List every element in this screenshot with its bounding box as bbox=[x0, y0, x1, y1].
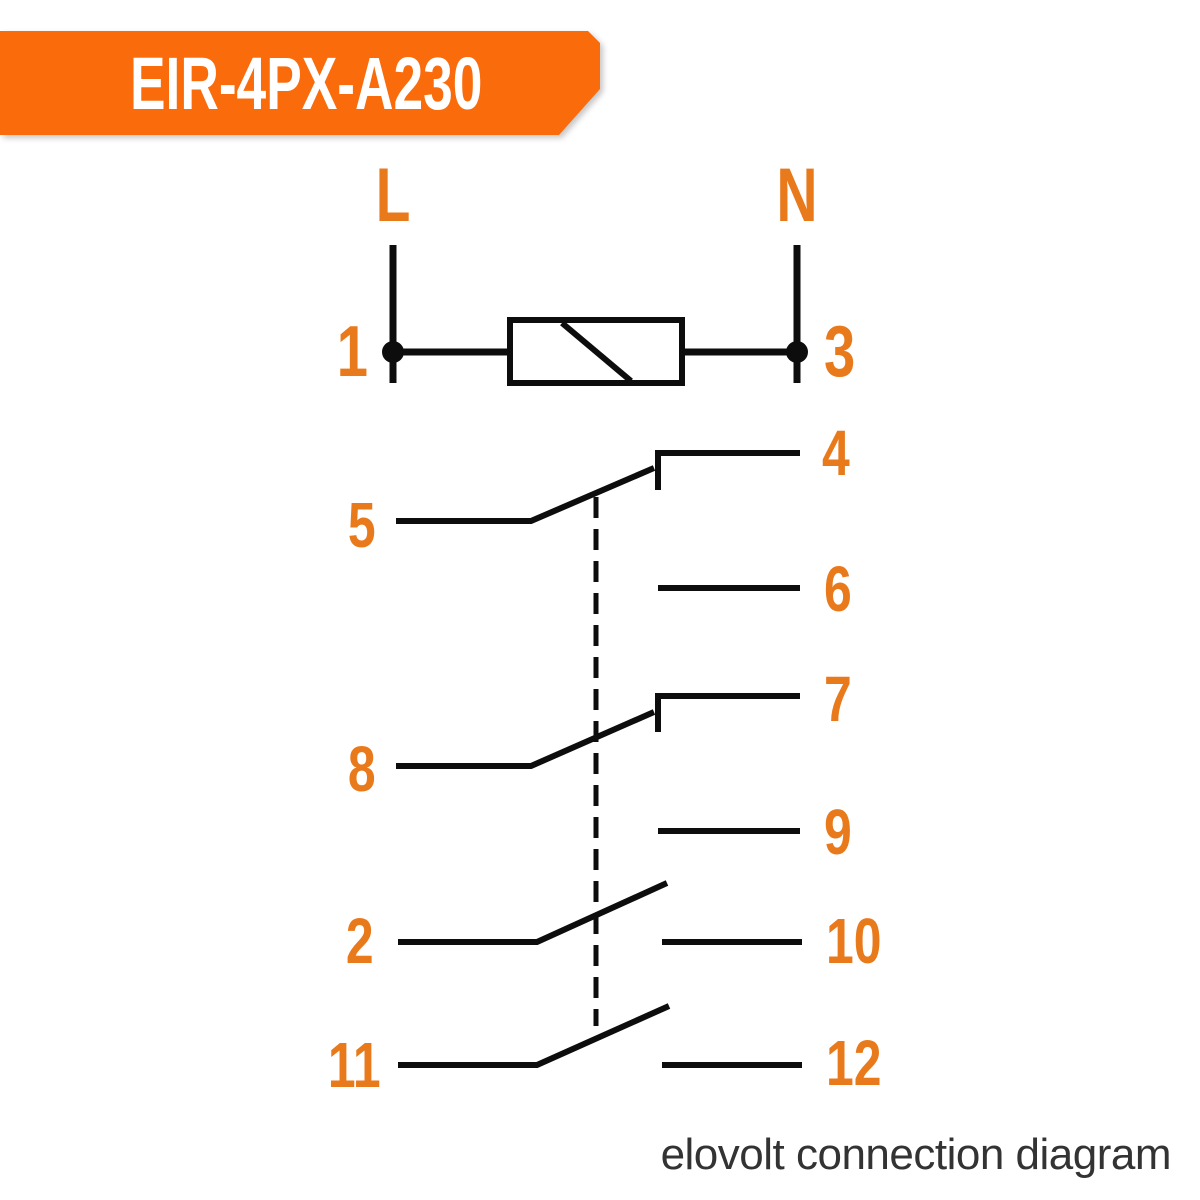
terminal-label-6: 6 bbox=[824, 553, 852, 625]
relay-coil-diagonal bbox=[560, 320, 633, 384]
terminal-label-7: 7 bbox=[824, 663, 852, 735]
terminal-label-10: 10 bbox=[826, 905, 882, 977]
terminal-label-4: 4 bbox=[822, 417, 850, 489]
terminal-label-1: 1 bbox=[336, 312, 368, 392]
line-label: L bbox=[375, 153, 411, 238]
relay-coil-box bbox=[507, 317, 685, 386]
terminal-label-9: 9 bbox=[824, 796, 852, 868]
switch4-arm bbox=[398, 1003, 671, 1068]
model-banner-shadow: EIR-4PX-A230 bbox=[0, 28, 606, 140]
switch3-arm bbox=[398, 880, 669, 945]
footer-caption: elovolt connection diagram bbox=[660, 1130, 1172, 1179]
neutral-label: N bbox=[776, 153, 818, 238]
terminal-label-8: 8 bbox=[348, 733, 376, 805]
terminal-label-12: 12 bbox=[826, 1027, 882, 1099]
switch2-arm bbox=[396, 709, 656, 769]
model-name: EIR-4PX-A230 bbox=[130, 41, 483, 125]
terminal-label-2: 2 bbox=[346, 905, 374, 977]
terminal-label-5: 5 bbox=[348, 489, 376, 561]
terminal-label-3: 3 bbox=[824, 312, 856, 392]
terminal-label-11: 11 bbox=[328, 1029, 381, 1101]
model-banner: EIR-4PX-A230 bbox=[0, 31, 600, 135]
switch1-arm bbox=[396, 465, 656, 524]
